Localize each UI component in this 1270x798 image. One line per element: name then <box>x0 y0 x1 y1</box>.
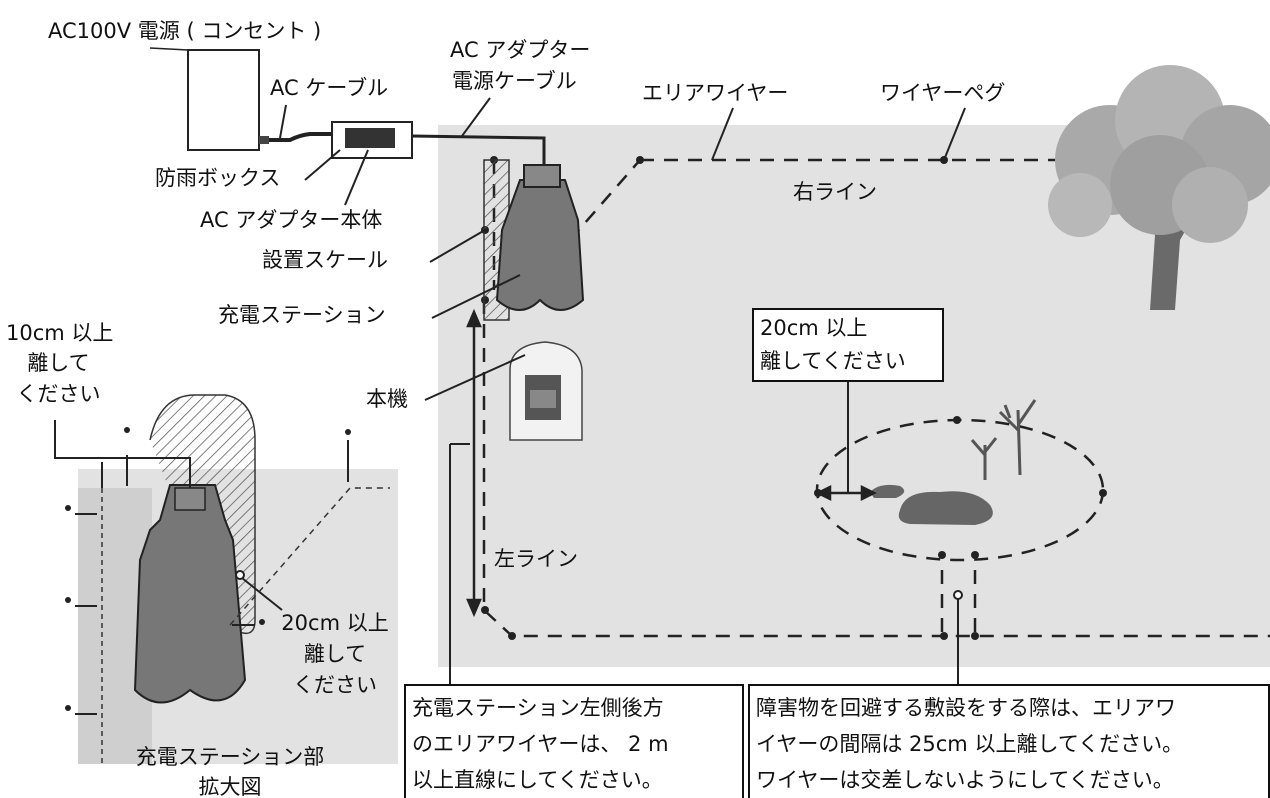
left-line-label: 左ライン <box>494 547 578 571</box>
rain-box-label: 防雨ボックス <box>155 166 281 190</box>
obstacle-note-line-3: ワイヤーは交差しないようにしてください。 <box>756 768 1174 792</box>
clearance-20-box-line-1: 20cm 以上 <box>760 316 868 340</box>
left-line-note-line-3: 以上直線にしてください。 <box>412 768 663 792</box>
install-scale-label: 設置スケール <box>262 248 388 272</box>
left-line-note-box: 充電ステーション左側後方 のエリアワイヤーは、 2 m 以上直線にしてください。 <box>404 684 744 798</box>
power-outlet <box>187 49 260 151</box>
clearance-20-box-line-2: 離してください <box>760 349 906 373</box>
charging-station-label: 充電ステーション <box>218 303 386 327</box>
wire-peg-label: ワイヤーペグ <box>880 81 1006 105</box>
clearance-20-small-label-1: 20cm 以上 <box>281 611 389 635</box>
obstacle-note-box: 障害物を回避する敷設をする際は、エリアワ イヤーの間隔は 25cm 以上離してく… <box>748 684 1270 798</box>
obstacle-note-line-2: イヤーの間隔は 25cm 以上離してください。 <box>756 732 1184 756</box>
clearance-20-small-label-2: 離して <box>303 642 367 666</box>
adapter-cable-label-1: AC アダプター <box>450 38 591 62</box>
main-unit-label: 本機 <box>366 387 408 411</box>
area-wire-label: エリアワイヤー <box>642 81 789 105</box>
adapter-body-label: AC アダプター本体 <box>200 208 383 232</box>
clearance-10-label-2: 離して <box>27 351 90 375</box>
inset-diagram <box>54 394 390 764</box>
small-tree-icons <box>970 399 1037 480</box>
mower-unit <box>509 341 583 441</box>
adapter-cable-line <box>411 134 546 165</box>
clearance-10-label-1: 10cm 以上 <box>6 321 114 345</box>
power-outlet-label: AC100V 電源 ( コンセント ) <box>48 19 322 43</box>
right-line-label: 右ライン <box>793 180 877 204</box>
ac-cable-label: AC ケーブル <box>270 76 389 100</box>
dimension-arrows <box>466 308 877 618</box>
left-line-note-line-2: のエリアワイヤーは、 2 m <box>412 732 669 756</box>
adapter-body <box>345 128 395 148</box>
left-line-note-line-1: 充電ステーション左側後方 <box>412 696 664 720</box>
clearance-20-box: 20cm 以上 離してください <box>752 308 944 382</box>
ac-cable-line <box>259 132 340 142</box>
clearance-20-small-label-3: ください <box>293 673 377 697</box>
obstacle-rock <box>898 491 993 525</box>
adapter-cable-label-2: 電源ケーブル <box>452 69 577 93</box>
inset-caption-2: 拡大図 <box>198 775 262 798</box>
obstacle-small <box>870 484 905 498</box>
tree-icon <box>1048 65 1270 310</box>
obstacle-note-line-1: 障害物を回避する敷設をする際は、エリアワ <box>756 696 1176 720</box>
clearance-10-label-3: ください <box>16 382 101 406</box>
inset-caption-1: 充電ステーション部 <box>135 745 325 769</box>
charging-station <box>495 164 585 311</box>
